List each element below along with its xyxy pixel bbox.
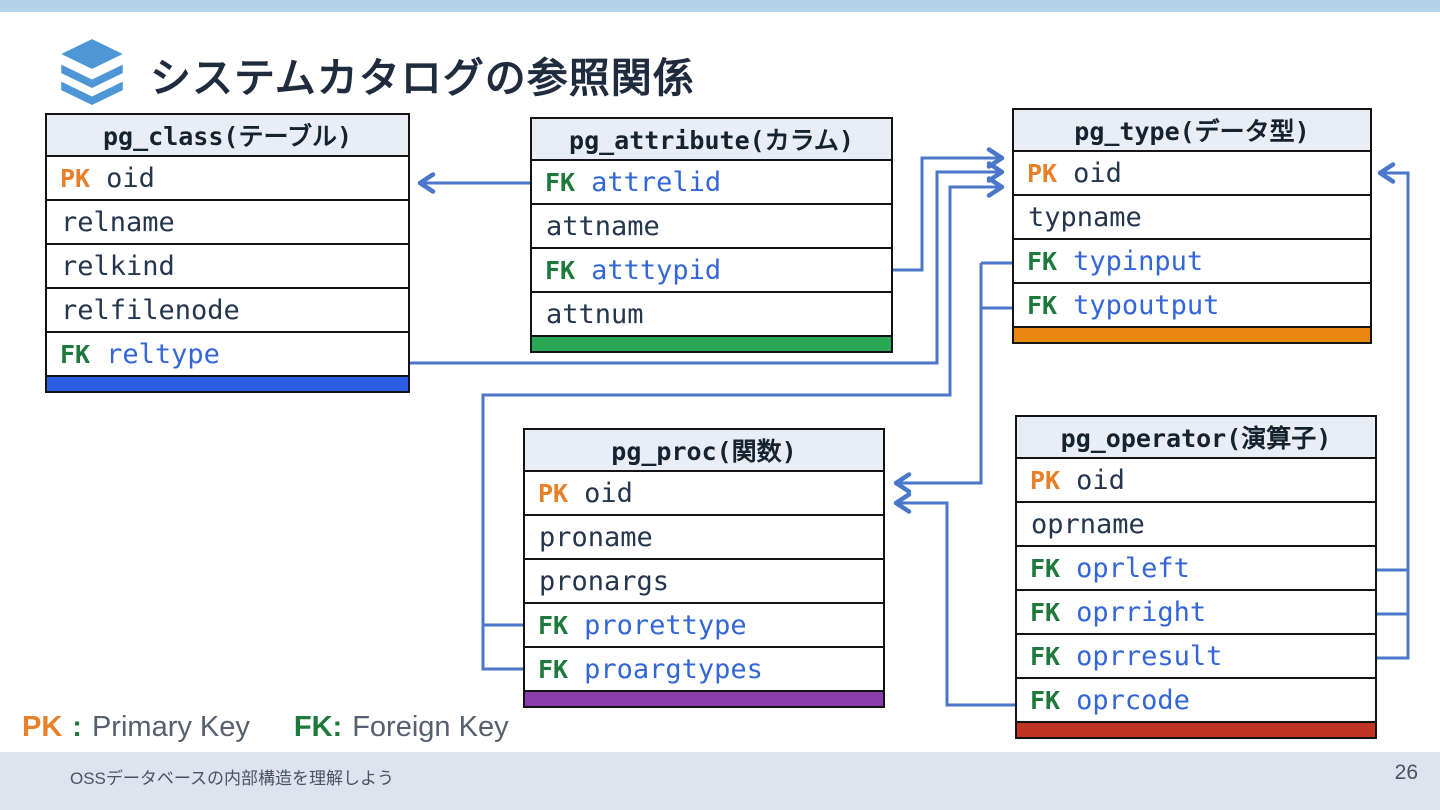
- table-accent-bar: [1017, 721, 1375, 737]
- field-name: atttypid: [591, 254, 722, 286]
- rel-typoutput-to-pgproc-oid: [893, 263, 1012, 494]
- slide-header: システムカタログの参照関係: [52, 36, 695, 111]
- fk-badge: FK: [545, 255, 576, 285]
- table-row: FK proargtypes: [525, 646, 883, 690]
- legend: PK: Primary Key FK: Foreign Key: [22, 711, 509, 744]
- table-title: pg_operator(演算子): [1017, 417, 1375, 457]
- table-row: PK oid: [525, 470, 883, 514]
- table-pg-class: pg_class(テーブル) PK oid relname relkind relfile…: [45, 113, 410, 393]
- field-name: proname: [539, 521, 653, 553]
- fk-badge: FK: [1030, 641, 1061, 671]
- table-row: PK oid: [47, 155, 408, 199]
- rel-atttypid-to-pgtype-oid: [893, 147, 1005, 272]
- field-name: oprcode: [1076, 684, 1190, 716]
- legend-pk-separator: :: [72, 711, 82, 743]
- pk-badge: PK: [538, 478, 569, 508]
- fk-badge: FK: [1030, 597, 1061, 627]
- legend-fk-text: Foreign Key: [352, 711, 509, 743]
- table-row: oprname: [1017, 501, 1375, 545]
- table-row: PK oid: [1017, 457, 1375, 501]
- field-name: reltype: [106, 338, 220, 370]
- rel-oprcode-to-pgproc-oid: [893, 492, 1015, 707]
- pk-badge: PK: [1030, 465, 1061, 495]
- footer-bar: OSSデータベースの内部構造を理解しよう 26: [0, 752, 1440, 810]
- legend-pk-label: PK: [22, 711, 63, 743]
- table-row: FK attrelid: [532, 159, 891, 203]
- table-title: pg_type(データ型): [1014, 110, 1370, 150]
- table-row: proname: [525, 514, 883, 558]
- table-row: FK atttypid: [532, 247, 891, 291]
- table-row: typname: [1014, 194, 1370, 238]
- table-title: pg_class(テーブル): [47, 115, 408, 155]
- table-row: FK oprleft: [1017, 545, 1375, 589]
- field-name: oid: [584, 477, 633, 509]
- field-name: oid: [1076, 464, 1125, 496]
- table-row: pronargs: [525, 558, 883, 602]
- field-name: oprleft: [1076, 552, 1190, 584]
- field-name: oid: [106, 162, 155, 194]
- table-row: relfilenode: [47, 287, 408, 331]
- fk-badge: FK: [1030, 553, 1061, 583]
- fk-badge: FK: [1027, 246, 1058, 276]
- table-accent-bar: [532, 335, 891, 351]
- field-name: prorettype: [584, 609, 747, 641]
- field-name: relfilenode: [61, 294, 240, 326]
- table-row: attnum: [532, 291, 891, 335]
- field-name: oprname: [1031, 508, 1145, 540]
- table-row: FK reltype: [47, 331, 408, 375]
- rel-oprresult-to-pgtype-oid: [1377, 162, 1410, 660]
- table-row: relname: [47, 199, 408, 243]
- field-name: proargtypes: [584, 653, 763, 685]
- field-name: attrelid: [591, 166, 722, 198]
- field-name: oprresult: [1076, 640, 1223, 672]
- table-title: pg_attribute(カラム): [532, 119, 891, 159]
- top-accent-strip: [0, 0, 1440, 12]
- layers-icon: [52, 36, 132, 111]
- table-row: FK typinput: [1014, 238, 1370, 282]
- field-name: typname: [1028, 201, 1142, 233]
- page-number: 26: [1394, 761, 1418, 784]
- field-name: attname: [546, 210, 660, 242]
- field-name: relkind: [61, 250, 175, 282]
- table-title: pg_proc(関数): [525, 430, 883, 470]
- pk-badge: PK: [1027, 158, 1058, 188]
- fk-badge: FK: [1030, 685, 1061, 715]
- page-title: システムカタログの参照関係: [150, 54, 695, 101]
- table-row: FK typoutput: [1014, 282, 1370, 326]
- fk-badge: FK: [538, 610, 569, 640]
- table-row: PK oid: [1014, 150, 1370, 194]
- table-accent-bar: [1014, 326, 1370, 342]
- field-name: relname: [61, 206, 175, 238]
- table-row: FK oprresult: [1017, 633, 1375, 677]
- legend-fk-label: FK:: [293, 711, 343, 743]
- table-accent-bar: [47, 375, 408, 391]
- table-row: FK prorettype: [525, 602, 883, 646]
- field-name: oprright: [1076, 596, 1207, 628]
- fk-badge: FK: [545, 167, 576, 197]
- table-row: attname: [532, 203, 891, 247]
- field-name: typinput: [1073, 245, 1204, 277]
- fk-badge: FK: [538, 654, 569, 684]
- legend-pk-text: Primary Key: [91, 711, 250, 743]
- table-row: FK oprright: [1017, 589, 1375, 633]
- table-accent-bar: [525, 690, 883, 706]
- field-name: typoutput: [1073, 289, 1220, 321]
- fk-badge: FK: [60, 339, 91, 369]
- table-row: relkind: [47, 243, 408, 287]
- pk-badge: PK: [60, 163, 91, 193]
- fk-badge: FK: [1027, 290, 1058, 320]
- field-name: oid: [1073, 157, 1122, 189]
- footer-text: OSSデータベースの内部構造を理解しよう: [70, 769, 395, 788]
- field-name: attnum: [546, 298, 644, 330]
- table-row: FK oprcode: [1017, 677, 1375, 721]
- field-name: pronargs: [539, 565, 670, 597]
